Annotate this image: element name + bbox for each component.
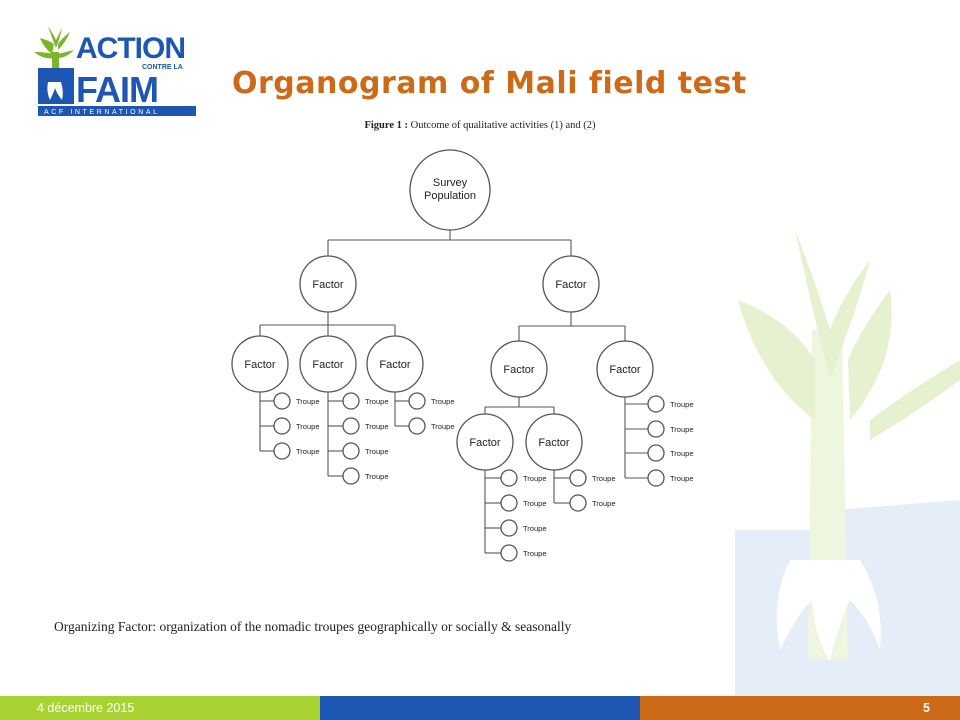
troupe-label: Troupe — [670, 449, 694, 458]
troupe-node — [569, 494, 587, 512]
factor-left-b — [299, 335, 357, 393]
troupe-label: Troupe — [365, 447, 389, 456]
footer-green-segment — [0, 696, 320, 720]
factor-right — [542, 255, 600, 313]
logo-faim: FAIM — [76, 69, 158, 110]
logo-acf-international: ACF INTERNATIONAL — [44, 109, 160, 116]
figure-label: Figure 1 : — [364, 120, 409, 131]
troupe-node — [342, 392, 360, 410]
troupe-label: Troupe — [365, 397, 389, 406]
root-survey-population — [409, 149, 491, 231]
factor-right-a-1-label: Factor — [469, 437, 501, 449]
troupe-node — [408, 417, 426, 435]
footer-blue-segment — [320, 696, 640, 720]
logo-leaf-2 — [48, 26, 62, 48]
factor-left-a-label: Factor — [244, 359, 276, 371]
troupe-label: Troupe — [296, 422, 320, 431]
troupe-label: Troupe — [365, 422, 389, 431]
troupe-label: Troupe — [431, 397, 455, 406]
footer-orange-segment — [640, 696, 960, 720]
slide-title: Organogram of Mali field test — [232, 66, 747, 101]
figure-caption-text: Outcome of qualitative activities (1) an… — [408, 120, 596, 131]
troupe-label: Troupe — [296, 397, 320, 406]
troupe-node — [342, 442, 360, 460]
troupe-node — [500, 494, 518, 512]
factor-right-label: Factor — [555, 279, 587, 291]
footer-bar: 4 décembre 2015 5 — [0, 696, 960, 720]
troupe-label: Troupe — [296, 447, 320, 456]
troupe-label: Troupe — [523, 474, 547, 483]
troupe-label: Troupe — [670, 400, 694, 409]
factor-right-a-label: Factor — [503, 364, 535, 376]
troupe-label: Troupe — [523, 499, 547, 508]
troupe-node — [500, 469, 518, 487]
logo-band — [38, 106, 196, 116]
logo-leaf-3 — [58, 32, 70, 50]
troupe-node — [647, 469, 665, 487]
factor-left-b-label: Factor — [312, 359, 344, 371]
troupe-label: Troupe — [431, 422, 455, 431]
acf-logo: ACTION CONTRE LA FAIM ACF INTERNATIONAL — [34, 26, 196, 116]
root-label-line2: Population — [424, 190, 476, 202]
logo-leaf-5 — [58, 50, 74, 58]
logo-contre-la: CONTRE LA — [142, 64, 183, 71]
footer-date: 4 décembre 2015 — [37, 701, 135, 715]
troupe-label: Troupe — [523, 549, 547, 558]
troupe-node — [569, 469, 587, 487]
deco-leaf-center — [795, 230, 870, 380]
logo-leaf-4 — [34, 52, 54, 59]
root-label-line1: Survey — [433, 177, 468, 189]
factor-right-b-label: Factor — [609, 364, 641, 376]
troupe-node — [647, 444, 665, 462]
troupe-label: Troupe — [592, 474, 616, 483]
troupe-node — [647, 395, 665, 413]
logo-stem — [52, 52, 59, 78]
deco-leaf-left — [738, 300, 815, 420]
factor-right-a — [490, 340, 548, 398]
troupe-node — [342, 417, 360, 435]
factor-right-a-2-label: Factor — [538, 437, 570, 449]
factor-right-a-1 — [456, 413, 514, 471]
factor-left-a — [231, 335, 289, 393]
factor-left-c — [366, 335, 424, 393]
deco-leaf-far-right — [870, 360, 960, 440]
deco-leaf-right — [848, 290, 892, 420]
troupe-node — [342, 467, 360, 485]
troupe-node — [273, 392, 291, 410]
organizing-factor-note: Organizing Factor: organization of the n… — [54, 619, 572, 634]
troupe-label: Troupe — [670, 474, 694, 483]
logo-leaf-1 — [40, 38, 54, 54]
troupe-node — [273, 442, 291, 460]
factor-left-label: Factor — [312, 279, 344, 291]
logo-action: ACTION — [76, 32, 185, 65]
factor-right-a-2 — [525, 413, 583, 471]
troupe-label: Troupe — [523, 524, 547, 533]
factor-left-c-label: Factor — [379, 359, 411, 371]
logo-roots — [47, 82, 63, 100]
troupe-node — [273, 417, 291, 435]
factor-right-b — [596, 340, 654, 398]
troupe-node — [647, 420, 665, 438]
page-number: 5 — [923, 701, 930, 715]
troupe-node — [408, 392, 426, 410]
troupe-node — [500, 519, 518, 537]
troupe-label: Troupe — [365, 472, 389, 481]
troupe-label: Troupe — [592, 499, 616, 508]
troupe-label: Troupe — [670, 425, 694, 434]
diagram-connectors — [259, 230, 648, 554]
deco-blue-block-upper — [835, 500, 960, 545]
troupe-node — [500, 544, 518, 562]
deco-roots — [776, 560, 881, 660]
factor-left — [299, 255, 357, 313]
figure-caption: Figure 1 : Outcome of qualitative activi… — [0, 120, 960, 131]
